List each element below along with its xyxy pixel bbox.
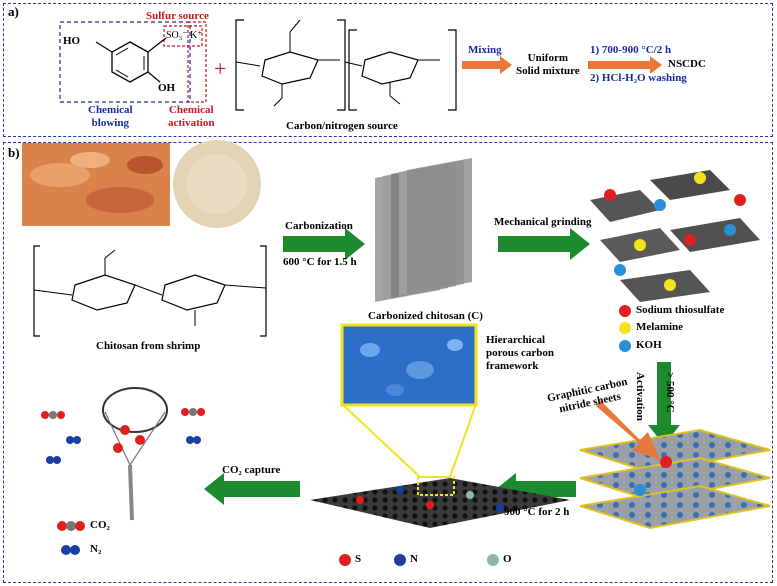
legend-sodium-dot (619, 305, 631, 317)
step2-label: 2) HCl-H₂O washing (590, 72, 687, 84)
legend-n2-label: N₂ (90, 543, 102, 555)
sem-image (340, 323, 478, 407)
ground-mixture (590, 170, 760, 302)
carbonization-cond-label: 600 °C for 1.5 h (283, 256, 357, 268)
carbonized-caption: Carbonized chitosan (C) (368, 310, 483, 322)
carbonization-label: Carbonization (285, 220, 353, 232)
legend-sodium-label: Sodium thiosulfate (636, 304, 725, 316)
porous-carbon-sheet (310, 478, 570, 528)
cond-900-label: 900 °C for 2 h (504, 506, 570, 518)
ho-top-label: HO (63, 35, 81, 47)
carbonized-sheets (375, 158, 472, 302)
legend-s-label: S (355, 553, 362, 565)
activation-arrow (648, 362, 680, 445)
legend-o-label: O (503, 553, 512, 565)
mixing-arrow (462, 56, 512, 74)
legend-melamine-dot (619, 322, 631, 334)
panel-a-label: a) (8, 4, 19, 19)
mixing-label: Mixing (468, 44, 502, 56)
legend-co2-label: CO₂ (90, 519, 110, 531)
carbon-nitrogen-source-label: Carbon/nitrogen source (286, 120, 398, 132)
legend-n2-dot (61, 545, 71, 555)
hierarchical-label: Hierarchical porous carbon framework (486, 334, 554, 372)
panel-a (3, 3, 773, 137)
panel-a-graphics (59, 19, 662, 111)
oh-bottom-label: OH (158, 82, 176, 94)
heating-arrow (588, 56, 662, 74)
so3k-box (163, 25, 203, 47)
chemical-blowing-label: Chemical blowing (88, 104, 133, 129)
legend-koh-dot (619, 340, 631, 352)
legend-koh-label: KOH (636, 339, 662, 351)
chemical-activation-box (187, 21, 207, 103)
nscdc-label: NSCDC (668, 58, 706, 70)
panel-b-label: b) (8, 145, 20, 160)
uniform-solid-label: Uniform Solid mixture (516, 52, 580, 77)
capture-arrow (204, 473, 300, 505)
mechanical-grinding-label: Mechanical grinding (494, 216, 592, 228)
gcn-sheets (579, 428, 771, 530)
gcn-pointer-arrow (596, 400, 660, 460)
so3k-label: SO₃⁻ K⁺ (166, 30, 203, 41)
legend-melamine-label: Melamine (636, 321, 684, 333)
panel-b (3, 142, 773, 583)
zoom-funnel (339, 403, 478, 478)
sulfur-source-label: Sulfur source (146, 10, 209, 22)
grinding-arrow (498, 228, 590, 260)
chemical-activation-label: Chemical activation (168, 104, 215, 129)
legend-n-label: N (410, 553, 418, 565)
legend-s-dot (339, 554, 351, 566)
plus-sign: + (214, 56, 227, 81)
legend-n-dot (394, 554, 406, 566)
activation-temp-label: > 500 °C (664, 372, 676, 413)
capture-net (102, 387, 168, 521)
carbonization-arrow (283, 228, 365, 260)
gas-molecules (41, 408, 205, 464)
step1-label: 1) 700-900 °C/2 h (590, 44, 672, 56)
legend-co2-dot (57, 521, 67, 531)
chitosan-caption: Chitosan from shrimp (96, 340, 201, 352)
chemical-blowing-box (59, 21, 191, 103)
legend-o-dot (487, 554, 499, 566)
co2-capture-label: CO₂ capture (222, 464, 281, 476)
activation-label: Activation (634, 372, 646, 421)
